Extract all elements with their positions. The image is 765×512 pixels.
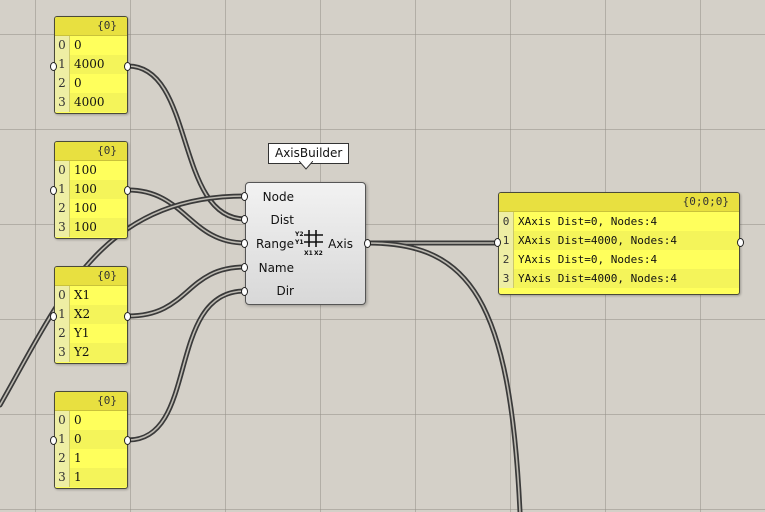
panel2-input-port[interactable] — [50, 186, 57, 195]
output-axis-label: Axis — [328, 237, 353, 251]
panel3-output-port[interactable] — [124, 312, 131, 321]
input-dist-port[interactable] — [241, 215, 248, 224]
input-dist-label: Dist — [270, 213, 294, 227]
input-range-port[interactable] — [241, 239, 248, 248]
tooltip-tail — [299, 161, 313, 170]
panel4-output-port[interactable] — [124, 436, 131, 445]
panel1-output-port[interactable] — [124, 62, 131, 71]
output-panel-input-port[interactable] — [494, 238, 501, 247]
panel1-input-port[interactable] — [50, 62, 57, 71]
grid-axis-icon: Y2 Y1 X1 X2 — [295, 230, 323, 257]
input-node-label: Node — [262, 190, 294, 204]
panel-header: {0} — [55, 17, 127, 36]
icon-label-y1: Y1 — [295, 239, 304, 246]
axisbuilder-component[interactable]: Node Dist Range Name Dir Axis Y2 Y1 X1 X… — [245, 182, 366, 305]
icon-label-x2: X2 — [314, 250, 323, 257]
input-name-port[interactable] — [241, 263, 248, 272]
panel-header: {0} — [55, 142, 127, 161]
panel-header: {0} — [55, 392, 127, 411]
input-name-label: Name — [258, 261, 294, 275]
panel-header: {0} — [55, 267, 127, 286]
input-node-port[interactable] — [241, 192, 248, 201]
input-dir-port[interactable] — [241, 287, 248, 296]
output-panel-output-port[interactable] — [737, 238, 744, 247]
panel4-input-port[interactable] — [50, 436, 57, 445]
panel2-output-port[interactable] — [124, 186, 131, 195]
input-range-label: Range — [255, 237, 294, 251]
icon-label-y2: Y2 — [295, 231, 304, 238]
input-dir-label: Dir — [276, 284, 294, 298]
output-panel-header: {0;0;0} — [499, 193, 739, 212]
icon-label-x1: X1 — [304, 250, 313, 257]
panel3-input-port[interactable] — [50, 312, 57, 321]
output-axis-port[interactable] — [364, 239, 371, 248]
